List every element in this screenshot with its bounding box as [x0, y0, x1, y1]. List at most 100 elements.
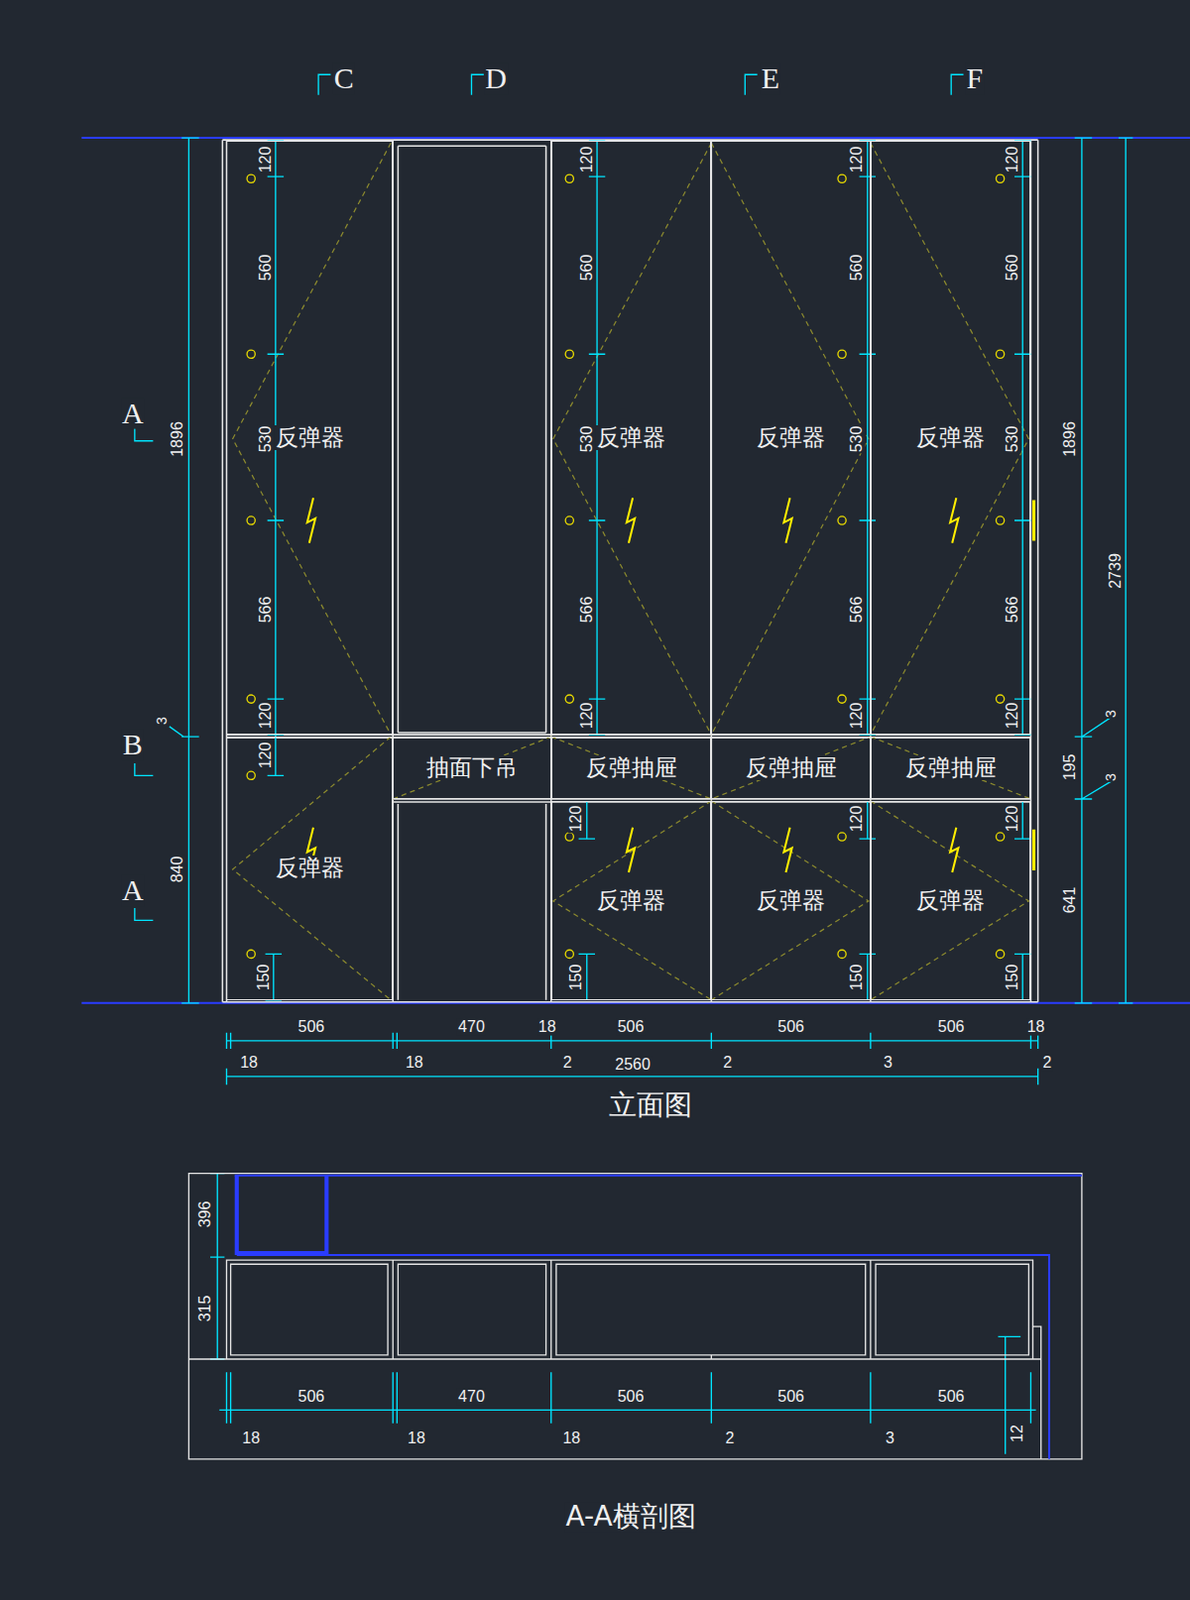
dimension-number: 3	[882, 1055, 894, 1072]
dimension-number: 506	[297, 1389, 327, 1407]
dimension-number: 566	[578, 595, 595, 625]
dimension-number: 18	[1026, 1019, 1047, 1037]
dimension-number: 18	[561, 1430, 582, 1448]
hinge-symbol	[246, 174, 1005, 958]
dimension-number: 120	[256, 702, 274, 731]
dimension-number: 1896	[169, 420, 187, 459]
wall-line	[235, 1176, 1082, 1460]
dimension-number: 560	[256, 252, 274, 282]
drawer-panel: 抽面下吊	[392, 736, 552, 800]
dimension-number: 18	[537, 1019, 558, 1037]
dimension-number: 1896	[1061, 420, 1078, 459]
section-mark: D	[483, 62, 508, 95]
section-mark: A	[120, 875, 145, 908]
panel-label: 抽面下吊	[424, 755, 520, 781]
dimension-number: 641	[1061, 885, 1078, 915]
section-mark: B	[121, 729, 144, 762]
dimension-number: 120	[1004, 805, 1022, 834]
dimension-number: 566	[256, 595, 274, 625]
dimension-number: 120	[256, 740, 274, 770]
dimension-number: 120	[256, 144, 274, 174]
dimension-number: 3	[153, 715, 169, 726]
dimension-number: 2	[721, 1055, 733, 1072]
dimension-number: 506	[616, 1019, 646, 1037]
section-outline	[188, 1174, 1082, 1460]
dimension-number: 566	[848, 595, 866, 625]
dimension-number: 195	[1061, 753, 1078, 783]
dimension-number: 2739	[1106, 553, 1124, 592]
panel-label: 反弹器	[914, 888, 987, 914]
dimension-line	[134, 74, 1134, 1454]
panel-label: 反弹器	[595, 425, 668, 451]
dimension-number: 2560	[613, 1057, 652, 1074]
dimension-number: 2	[562, 1055, 574, 1072]
floor-ceiling-line	[81, 137, 1190, 1004]
door-panel: 反弹器	[551, 140, 713, 735]
dimension-number: 120	[1004, 144, 1022, 174]
dimension-number: 840	[169, 854, 187, 884]
view-caption: A-A横剖图	[564, 1503, 697, 1533]
dimension-number: 530	[578, 424, 595, 454]
panel-label: 反弹器	[273, 855, 347, 881]
door-panel: 反弹器	[226, 736, 393, 1001]
drawer-panel: 反弹抽屉	[870, 736, 1032, 800]
dimension-number: 506	[937, 1019, 966, 1037]
panel-label: 反弹器	[914, 425, 987, 451]
panel-label: 反弹抽屉	[584, 755, 680, 781]
view-caption: 立面图	[607, 1090, 694, 1120]
dimension-number: 506	[937, 1389, 966, 1407]
dimension-number: 18	[404, 1055, 425, 1072]
wall-column	[237, 1176, 328, 1254]
dimension-number: 530	[848, 424, 866, 454]
rebound-marker	[1032, 499, 1036, 871]
dimension-number: 18	[406, 1430, 427, 1448]
dimension-number: 566	[1004, 595, 1022, 625]
section-mark: C	[333, 62, 356, 95]
drawer-panel: 反弹抽屉	[711, 736, 871, 800]
panel-label: 反弹抽屉	[903, 755, 999, 781]
dimension-number: 150	[1004, 963, 1022, 993]
dimension-number: 120	[848, 144, 866, 174]
dimension-number: 396	[196, 1199, 214, 1229]
dimension-number: 506	[776, 1019, 806, 1037]
section-mark: F	[965, 62, 985, 95]
dimension-number: 120	[848, 805, 866, 834]
door-panel: 反弹器	[711, 801, 871, 1001]
dimension-number: 470	[457, 1389, 486, 1407]
dimension-number: 3	[1102, 710, 1118, 720]
cabinet-outline	[222, 139, 1038, 1003]
panel-label: 反弹器	[754, 425, 828, 451]
dimension-number: 150	[254, 963, 272, 993]
dimension-number: 2	[723, 1430, 735, 1448]
dimension-number: 150	[848, 963, 866, 993]
dimension-number: 150	[568, 963, 586, 993]
dimension-number: 120	[578, 144, 595, 174]
dimension-number: 560	[578, 252, 595, 282]
dimension-number: 120	[568, 805, 586, 834]
rebound-symbol	[307, 497, 959, 873]
dimension-number: 12	[1009, 1424, 1027, 1444]
dimension-number: 506	[776, 1389, 806, 1407]
dimension-number: 2	[1041, 1055, 1053, 1072]
panel-label: 反弹器	[754, 888, 828, 914]
door-panel: 反弹器	[711, 140, 871, 735]
dimension-number: 530	[1004, 424, 1022, 454]
door-swing-line	[233, 142, 1032, 1000]
panel-label: 反弹器	[273, 425, 347, 451]
door-panel: 反弹器	[226, 140, 393, 735]
dimension-number: 3	[884, 1430, 896, 1448]
dimension-number: 18	[238, 1055, 259, 1072]
dimension-number: 506	[616, 1389, 646, 1407]
dimension-number: 506	[297, 1019, 327, 1037]
dimension-number: 530	[256, 424, 274, 454]
dimension-number: 120	[578, 702, 595, 731]
dimension-number: 3	[1102, 772, 1118, 783]
section-mark: E	[760, 62, 781, 95]
drawer-panel: 反弹抽屉	[551, 736, 713, 800]
panel-label: 反弹抽屉	[743, 755, 839, 781]
section-mark: A	[120, 397, 145, 430]
dimension-number: 560	[848, 252, 866, 282]
dimension-number: 315	[196, 1295, 214, 1324]
dimension-number: 18	[240, 1430, 261, 1448]
